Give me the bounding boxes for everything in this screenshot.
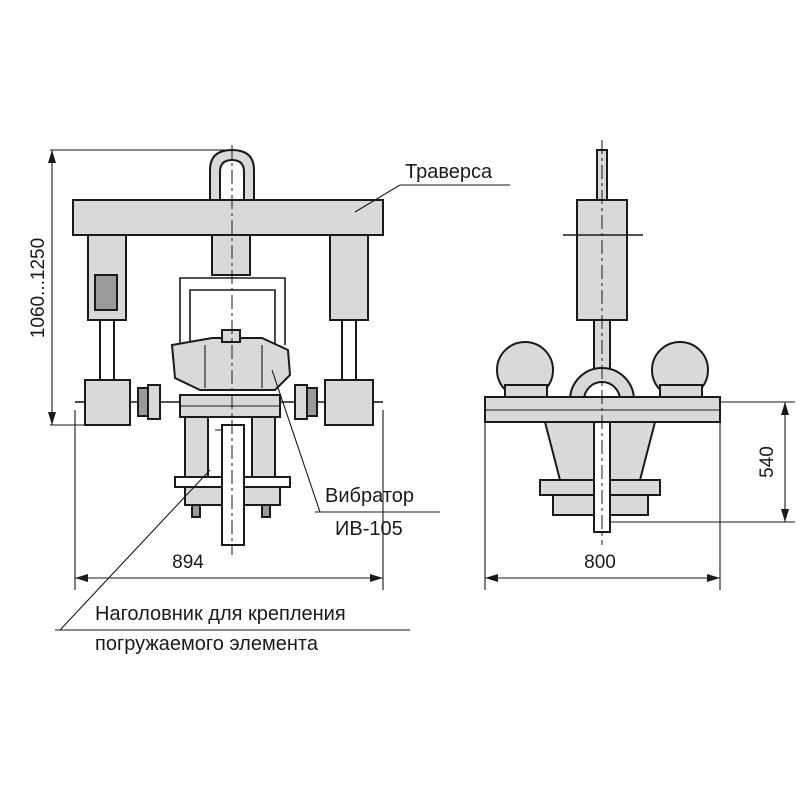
left-clamp-block xyxy=(84,379,131,426)
right-rod-nut xyxy=(306,387,318,417)
left-column-window xyxy=(94,274,118,311)
left-column-rod xyxy=(99,319,115,381)
dimension-front-width: 894 xyxy=(74,410,384,590)
left-bolt xyxy=(191,504,201,518)
callout-traverse: Траверса xyxy=(354,161,510,213)
dimension-side-width: 800 xyxy=(484,422,721,590)
side-view xyxy=(484,140,721,545)
callout-headpiece: Наголовник для крепления погружаемого эл… xyxy=(55,469,410,655)
right-rod-washer xyxy=(294,384,308,420)
headpiece-label-line2: погружаемого элемента xyxy=(95,633,319,655)
right-bolt xyxy=(261,504,271,518)
side-height-label: 540 xyxy=(757,446,778,478)
side-width-label: 800 xyxy=(584,552,616,573)
dimension-side-height: 540 xyxy=(610,401,795,523)
vibrator-model-label: ИВ-105 xyxy=(335,518,403,540)
vibrator-label: Вибратор xyxy=(325,485,414,507)
traverse-label: Траверса xyxy=(405,161,493,183)
central-column xyxy=(211,234,251,276)
left-rod-washer xyxy=(147,384,161,420)
front-width-label: 894 xyxy=(172,552,204,573)
traverse-beam xyxy=(72,199,384,236)
vibrator-body xyxy=(170,337,292,391)
left-rod-nut xyxy=(137,387,149,417)
vibrator-top-nut xyxy=(221,329,241,343)
height-range-label: 1060...1250 xyxy=(28,238,49,338)
callout-vibrator: Вибратор ИВ-105 xyxy=(271,369,440,540)
front-view xyxy=(72,145,384,555)
right-clamp-block xyxy=(324,379,374,426)
dimension-height-range: 1060...1250 xyxy=(28,149,232,426)
right-column-rod xyxy=(341,319,357,381)
headpiece-label-line1: Наголовник для крепления xyxy=(95,603,346,625)
right-column-upper xyxy=(329,234,369,321)
pile-element xyxy=(221,424,245,546)
